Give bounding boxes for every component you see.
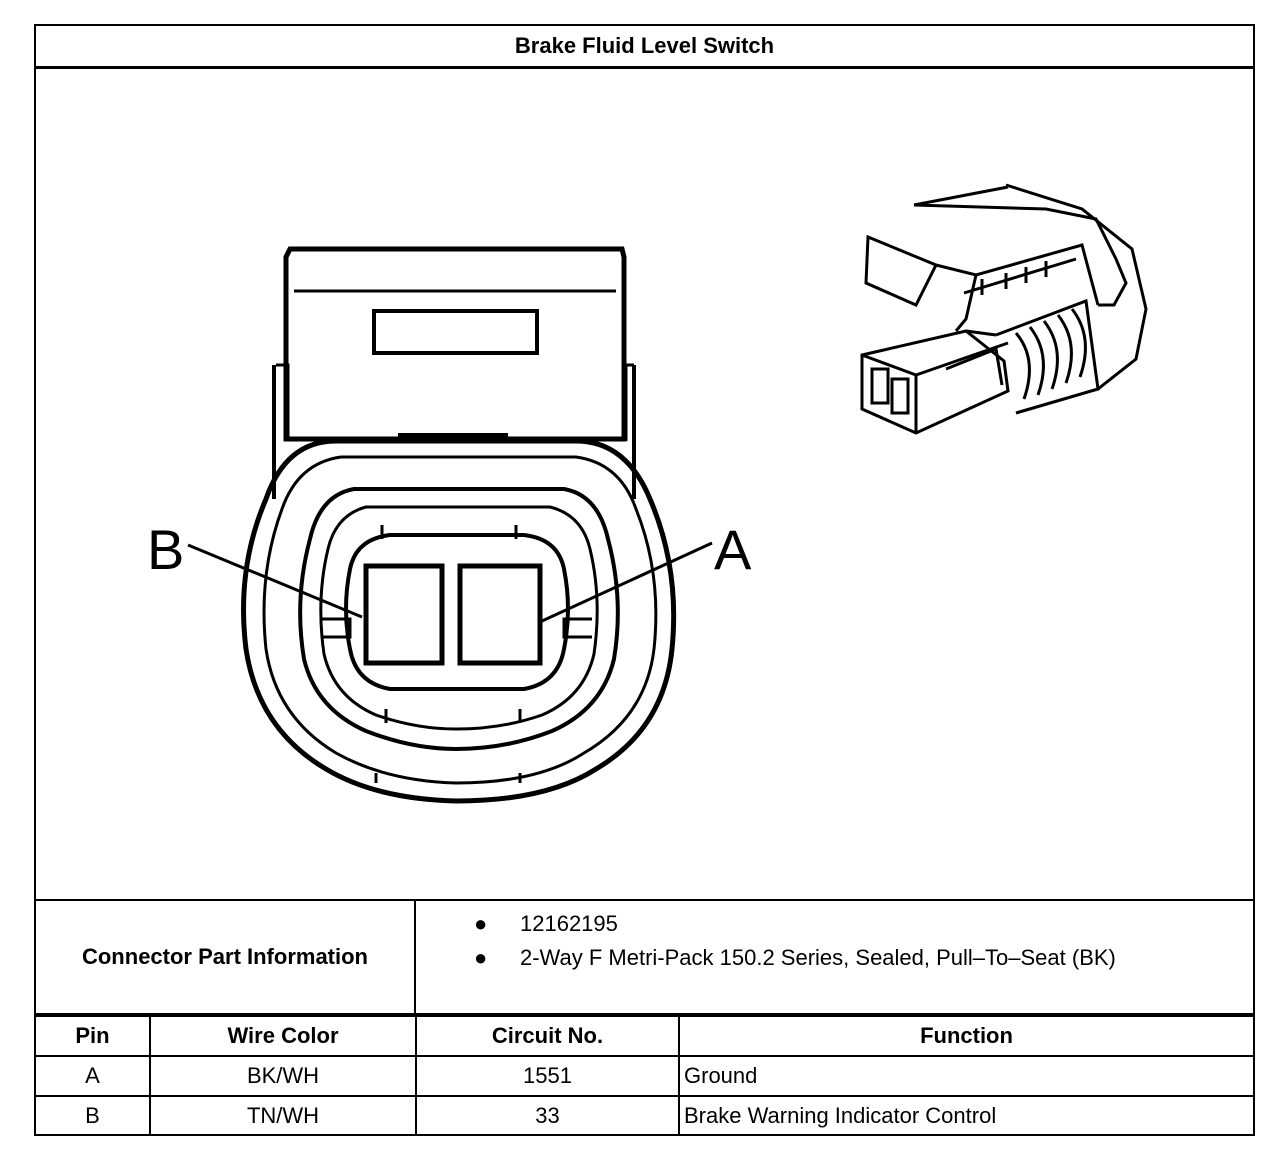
connector-figure: B A	[36, 69, 1253, 899]
connector-part-info: Connector Part Information ● 12162195 ● …	[36, 899, 1253, 1015]
circuit-no-cell: 33	[415, 1095, 680, 1135]
table-row: A BK/WH 1551 Ground	[36, 1055, 1253, 1097]
pin-b-leader-line	[187, 543, 363, 619]
pin-cell: A	[36, 1055, 151, 1097]
connector-isometric-view	[860, 183, 1148, 435]
connector-part-info-list: ● 12162195 ● 2-Way F Metri-Pack 150.2 Se…	[416, 907, 1253, 975]
wire-color-cell: BK/WH	[149, 1055, 417, 1097]
column-header-wire-color: Wire Color	[149, 1015, 417, 1057]
connector-sheet: Brake Fluid Level Switch	[34, 24, 1255, 1136]
pin-a-cavity	[457, 563, 543, 666]
part-number: 12162195	[520, 911, 618, 936]
list-item: ● 12162195	[416, 907, 1253, 941]
pin-a-leader-line	[541, 541, 713, 623]
connector-description: 2-Way F Metri-Pack 150.2 Series, Sealed,…	[520, 945, 1116, 970]
column-header-function: Function	[678, 1015, 1253, 1057]
list-item: ● 2-Way F Metri-Pack 150.2 Series, Seale…	[416, 941, 1253, 975]
connector-part-info-label: Connector Part Information	[36, 901, 416, 1013]
column-header-pin: Pin	[36, 1015, 151, 1057]
bullet-icon: ●	[474, 945, 488, 970]
pin-cell: B	[36, 1095, 151, 1135]
function-cell: Ground	[678, 1055, 1253, 1097]
connector-face-view	[241, 246, 677, 804]
pin-b-cavity	[363, 563, 445, 666]
column-header-circuit-no: Circuit No.	[415, 1015, 680, 1057]
function-cell: Brake Warning Indicator Control	[678, 1095, 1253, 1135]
connector-diagram: B A	[147, 183, 1148, 804]
circuit-no-cell: 1551	[415, 1055, 680, 1097]
table-row: B TN/WH 33 Brake Warning Indicator Contr…	[36, 1095, 1253, 1135]
wire-color-cell: TN/WH	[149, 1095, 417, 1135]
pin-b-label: B	[147, 518, 184, 581]
pin-table: Pin Wire Color Circuit No. Function A BK…	[36, 1015, 1253, 1135]
table-header-row: Pin Wire Color Circuit No. Function	[36, 1015, 1253, 1057]
pin-a-label: A	[714, 518, 752, 581]
page-title: Brake Fluid Level Switch	[36, 26, 1253, 69]
bullet-icon: ●	[474, 911, 488, 936]
